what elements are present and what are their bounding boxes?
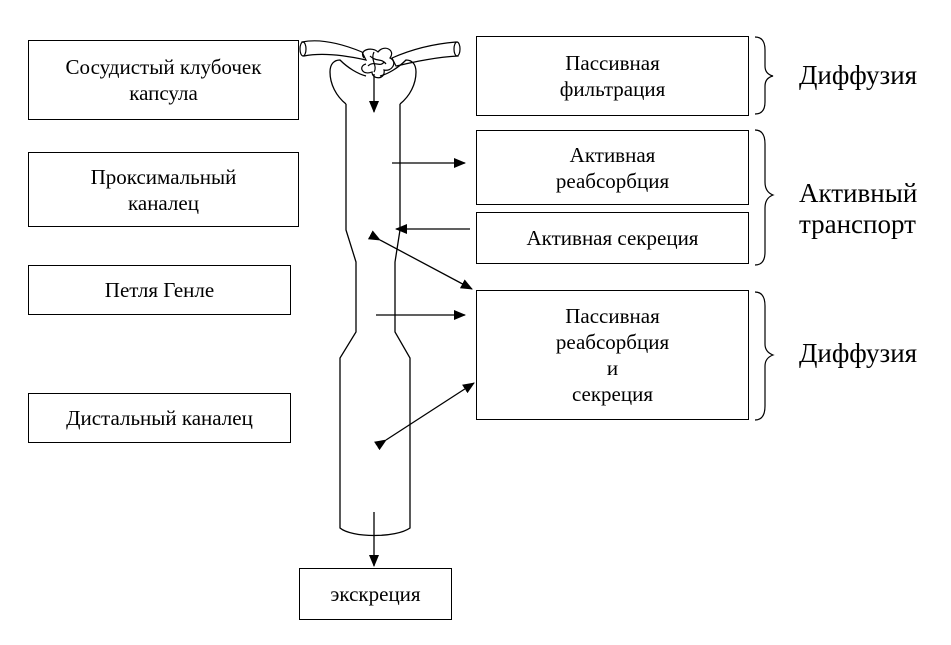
group-braces	[754, 36, 775, 421]
group-label-active-transport: Активный транспорт	[799, 178, 918, 239]
glomerulus-icon	[361, 47, 395, 79]
label-glomerulus-capsule: Сосудистый клубочек капсула	[28, 40, 299, 120]
box-excretion: экскреция	[299, 568, 452, 620]
group-label-diffusion-top: Диффузия	[799, 60, 918, 90]
label-distal-tubule: Дистальный каналец	[28, 393, 291, 443]
label-proximal-tubule: Проксимальный каналец	[28, 152, 299, 227]
distal-bidirectional-arrow	[374, 382, 475, 451]
box-active-reabsorption: Активная реабсорбция	[476, 130, 749, 205]
box-passive-reabsorption-secretion: Пассивная реабсорбция и секреция	[476, 290, 749, 420]
label-loop-of-henle: Петля Генле	[28, 265, 291, 315]
brace-active-transport	[754, 129, 775, 266]
box-passive-filtration: Пассивная фильтрация	[476, 36, 749, 116]
brace-diffusion-bottom	[754, 291, 775, 421]
arrows	[367, 74, 475, 567]
box-active-secretion: Активная секреция	[476, 212, 749, 264]
loop-bidirectional-arrow	[367, 230, 473, 290]
blood-vessel	[299, 40, 461, 67]
nephron-tubule	[329, 59, 417, 537]
group-label-diffusion-bottom: Диффузия	[799, 338, 918, 368]
brace-diffusion-top	[754, 36, 774, 115]
